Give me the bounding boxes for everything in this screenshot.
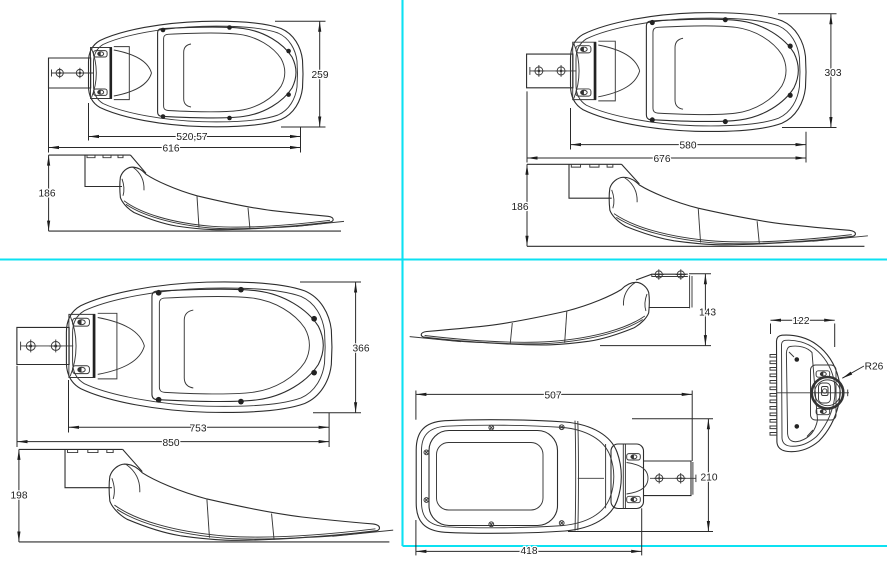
svg-text:186: 186 [39, 189, 56, 200]
svg-text:366: 366 [353, 344, 370, 355]
svg-text:186: 186 [512, 202, 529, 213]
svg-text:R26: R26 [865, 362, 884, 373]
svg-text:676: 676 [654, 154, 671, 165]
svg-text:259: 259 [312, 70, 329, 81]
svg-text:122: 122 [793, 316, 810, 327]
svg-text:303: 303 [825, 68, 842, 79]
svg-text:210: 210 [701, 473, 718, 484]
svg-text:418: 418 [521, 546, 538, 557]
svg-text:753: 753 [190, 423, 207, 434]
svg-text:198: 198 [11, 491, 28, 502]
svg-text:507: 507 [545, 390, 562, 401]
svg-text:616: 616 [163, 144, 180, 155]
svg-text:580: 580 [680, 141, 697, 152]
svg-text:850: 850 [163, 438, 180, 449]
svg-text:143: 143 [699, 308, 716, 319]
svg-text:520,57: 520,57 [176, 132, 207, 143]
